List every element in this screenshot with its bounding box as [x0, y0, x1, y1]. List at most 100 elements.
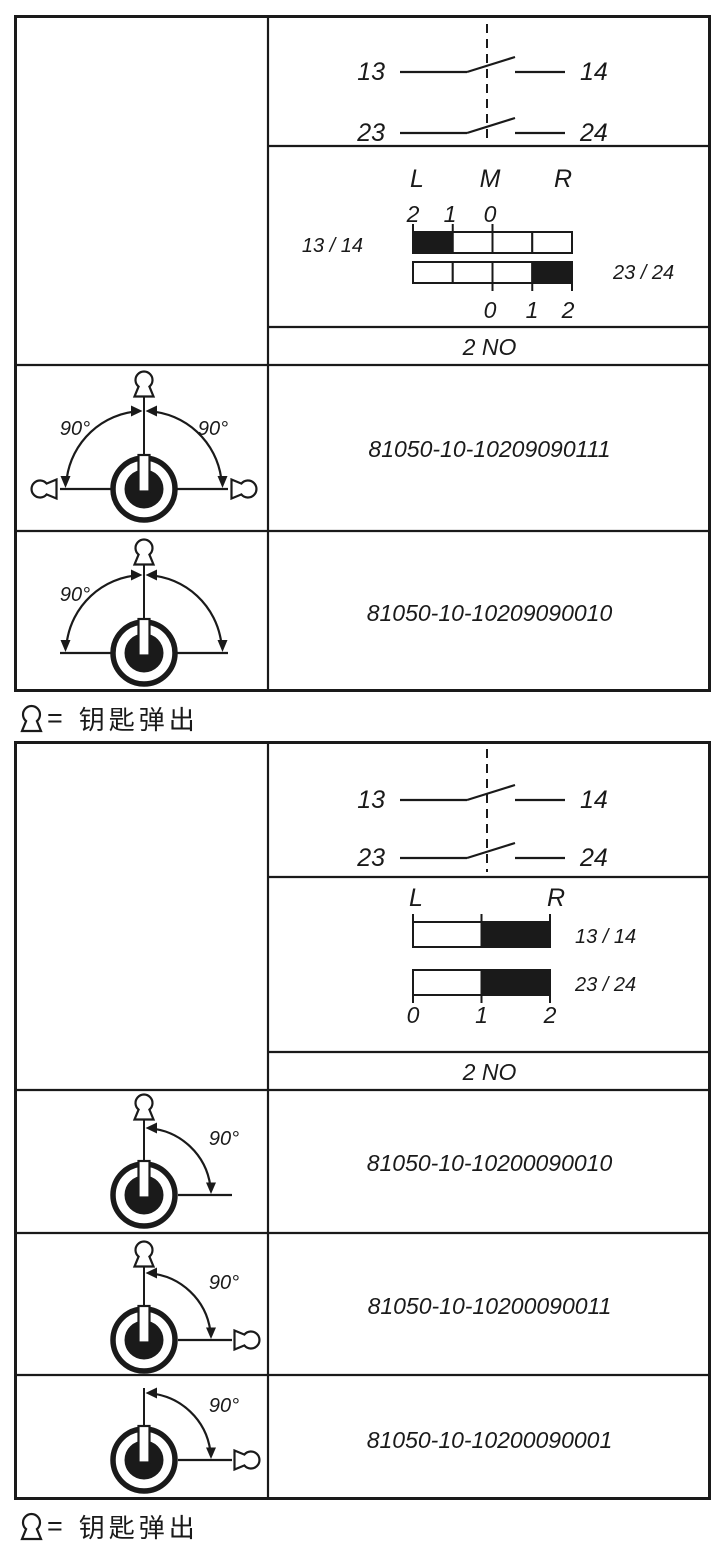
angle-label: 90°	[60, 584, 90, 606]
angle-label: 90°	[198, 418, 228, 440]
switch-position-table: L R 13 / 14 23 / 24 0 1 2	[407, 884, 637, 1028]
legend-equals: =	[47, 1510, 63, 1541]
contact-arm	[466, 783, 516, 802]
key-removable-right-icon	[233, 1329, 261, 1351]
rotation-arc-right	[149, 1272, 212, 1331]
terminal-label: 24	[579, 119, 608, 147]
table-grid	[14, 15, 711, 692]
table-grid	[14, 741, 711, 1500]
angle-label: 90°	[209, 1128, 239, 1150]
contact-bar-23-24	[412, 261, 573, 284]
bar-label: 13 / 14	[575, 926, 636, 948]
key-switch-face	[113, 1161, 175, 1226]
terminal-label: 13	[357, 786, 385, 814]
rotation-arc-right	[149, 1127, 212, 1186]
key-removable-top-icon	[133, 370, 155, 398]
scale-top: 2	[406, 201, 420, 227]
bar-label: 13 / 14	[302, 235, 363, 257]
rotation-arc-right	[149, 1392, 212, 1451]
terminal-label: 23	[356, 119, 385, 147]
angle-label: 90°	[209, 1395, 239, 1417]
key-switch-diagram-right-m: 90°	[113, 1093, 239, 1226]
key-switch-face	[113, 1306, 175, 1371]
key-switch-face	[113, 619, 175, 684]
terminal-label: 14	[580, 58, 608, 86]
legend-text: 钥匙弹出	[78, 704, 199, 735]
arrowhead	[145, 1387, 157, 1399]
rotation-arc-right	[149, 410, 223, 479]
scale-top: 1	[444, 201, 457, 227]
bar-label: 23 / 24	[574, 974, 636, 996]
arrowhead	[60, 476, 71, 488]
keyhole-icon	[20, 1512, 43, 1540]
bar-label: 23 / 24	[612, 262, 674, 284]
rotation-arc-left	[65, 574, 139, 643]
key-switch-diagram-right-mr: 90°	[113, 1240, 261, 1371]
arrowhead	[206, 1447, 216, 1459]
rotation-arc-left	[65, 410, 139, 479]
key-removable-right-icon	[233, 1449, 261, 1471]
arrowhead	[206, 1327, 216, 1339]
position-header-right: R	[554, 165, 572, 193]
part-number: 81050-10-10200090001	[367, 1427, 613, 1453]
position-header-left: L	[409, 884, 423, 912]
scale-bottom: 1	[475, 1002, 488, 1028]
angle-label: 90°	[60, 418, 90, 440]
switch-position-table: L M R 2 1 0 13 / 14 23 / 24	[302, 165, 674, 323]
position-header-middle: M	[480, 165, 501, 193]
legend-key-eject: = 钥匙弹出	[20, 698, 199, 738]
position-header-right: R	[547, 884, 565, 912]
legend-text: 钥匙弹出	[78, 1512, 199, 1543]
scale-top: 0	[484, 201, 497, 227]
contact-config: 2 NO	[462, 334, 517, 360]
arrowhead	[131, 569, 143, 581]
terminal-label: 13	[357, 58, 385, 86]
contact-bar-23-24	[412, 969, 551, 996]
key-removable-right-icon	[230, 478, 258, 500]
scale-bottom: 1	[526, 297, 539, 323]
key-switch-face	[113, 455, 175, 520]
contact-bar-13-14	[412, 231, 573, 254]
rotation-arc-right	[149, 574, 223, 643]
key-removable-top-icon	[133, 538, 155, 566]
position-header-left: L	[410, 165, 424, 193]
arrowhead	[145, 1267, 157, 1279]
key-removable-top-icon	[133, 1093, 155, 1121]
scale-bottom: 2	[543, 1002, 557, 1028]
key-switch-diagram-right-r: 90°	[113, 1387, 261, 1492]
key-removable-top-icon	[133, 1240, 155, 1268]
arrowhead	[217, 640, 228, 652]
legend-equals: =	[47, 702, 63, 733]
arrowhead	[145, 1122, 157, 1134]
legend-key-eject: = 钥匙弹出	[20, 1506, 199, 1546]
angle-label: 90°	[209, 1272, 239, 1294]
arrowhead	[217, 476, 228, 488]
contact-arm	[466, 55, 516, 74]
arrowhead	[145, 405, 157, 417]
terminal-label: 14	[580, 786, 608, 814]
arrowhead	[206, 1182, 216, 1194]
scale-bottom: 2	[561, 297, 575, 323]
part-number: 81050-10-10209090010	[367, 600, 613, 626]
arrowhead	[145, 569, 157, 581]
part-number: 81050-10-10209090111	[368, 436, 610, 462]
scale-bottom: 0	[407, 1002, 420, 1028]
contact-bar-13-14	[412, 921, 551, 948]
terminal-label: 23	[356, 844, 385, 872]
ordering-table-1: 13 14 23 24 L M R 2 1 0	[14, 15, 711, 692]
circuit-diagram: 13 14 23 24	[356, 749, 608, 872]
key-switch-face	[113, 1426, 175, 1491]
contact-config: 2 NO	[462, 1059, 517, 1085]
arrowhead	[60, 640, 71, 652]
keyhole-icon	[20, 704, 43, 732]
contact-arm	[466, 841, 516, 860]
ordering-table-2: 13 14 23 24 L R 13 / 14	[14, 741, 711, 1500]
part-number: 81050-10-10200090011	[368, 1293, 612, 1319]
terminal-label: 24	[579, 844, 608, 872]
key-switch-diagram-lmr: 90° 90°	[30, 370, 258, 520]
part-number: 81050-10-10200090010	[367, 1150, 613, 1176]
circuit-diagram: 13 14 23 24	[356, 24, 608, 147]
contact-arm	[466, 116, 516, 135]
key-removable-left-icon	[30, 478, 58, 500]
